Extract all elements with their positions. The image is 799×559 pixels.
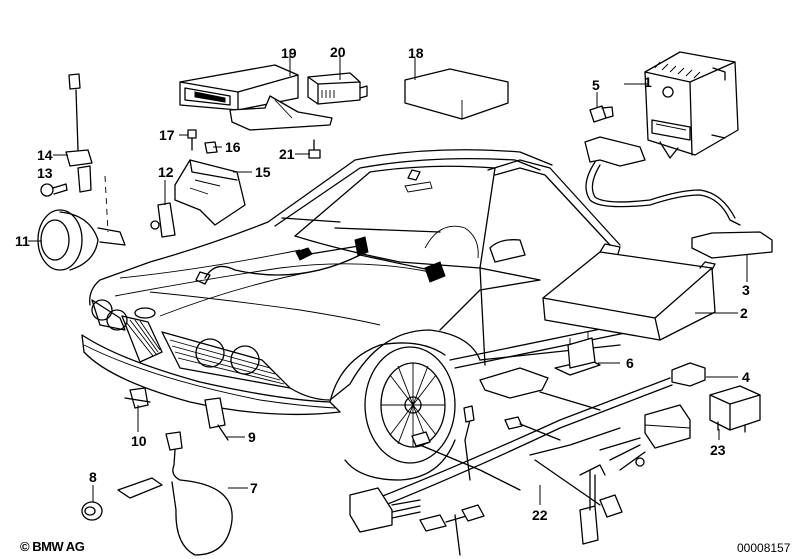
part-15-bracket[interactable] bbox=[174, 159, 246, 226]
callout-21[interactable]: 21 bbox=[279, 146, 295, 162]
part-18-cover-box[interactable] bbox=[404, 68, 509, 120]
part-2-electronic-module[interactable] bbox=[542, 243, 716, 341]
callout-16[interactable]: 16 bbox=[225, 139, 241, 155]
callout-14[interactable]: 14 bbox=[37, 147, 53, 163]
part-10-cable-clamp[interactable] bbox=[124, 387, 151, 409]
callout-6[interactable]: 6 bbox=[626, 355, 634, 371]
part-8-grommet[interactable] bbox=[81, 501, 103, 521]
part-22-main-harness[interactable] bbox=[349, 362, 706, 556]
part-13-bolt[interactable] bbox=[40, 183, 68, 197]
document-number: 00008157 bbox=[737, 541, 791, 555]
hood-components bbox=[195, 236, 446, 285]
part-5-bulb-socket[interactable] bbox=[589, 105, 614, 123]
part-20-relay-module[interactable] bbox=[307, 72, 368, 105]
part-23-relay[interactable] bbox=[709, 385, 761, 433]
callout-22[interactable]: 22 bbox=[532, 507, 548, 523]
part-3-harness-plug[interactable] bbox=[584, 136, 773, 259]
callout-20[interactable]: 20 bbox=[330, 44, 346, 60]
callout-17[interactable]: 17 bbox=[159, 127, 175, 143]
callout-10[interactable]: 10 bbox=[131, 433, 147, 449]
callout-15[interactable]: 15 bbox=[255, 164, 271, 180]
part-14-sensor-unit[interactable] bbox=[65, 73, 93, 193]
callout-12[interactable]: 12 bbox=[158, 164, 174, 180]
callout-3[interactable]: 3 bbox=[742, 282, 750, 298]
callout-4[interactable]: 4 bbox=[742, 369, 750, 385]
part-9-clip-holder[interactable] bbox=[204, 397, 229, 441]
callout-18[interactable]: 18 bbox=[408, 45, 424, 61]
callout-2[interactable]: 2 bbox=[740, 305, 748, 321]
callout-19[interactable]: 19 bbox=[281, 45, 297, 61]
callout-11[interactable]: 11 bbox=[15, 233, 30, 249]
copyright-notice: © BMW AG bbox=[20, 539, 85, 554]
part-19-control-unit[interactable] bbox=[179, 64, 333, 131]
callout-1[interactable]: 1 bbox=[644, 74, 652, 90]
car-body-illustration bbox=[81, 149, 626, 481]
callout-23[interactable]: 23 bbox=[710, 442, 726, 458]
callout-8[interactable]: 8 bbox=[89, 469, 97, 485]
part-6-bracket[interactable] bbox=[554, 332, 601, 376]
part-11-horn[interactable] bbox=[37, 175, 126, 271]
part-1-control-box[interactable] bbox=[644, 51, 739, 159]
part-12-switch-clip[interactable] bbox=[150, 202, 176, 238]
leader-lines bbox=[28, 52, 748, 505]
callout-5[interactable]: 5 bbox=[592, 77, 600, 93]
fasteners-17-16-21[interactable] bbox=[187, 129, 321, 159]
callout-9[interactable]: 9 bbox=[248, 429, 256, 445]
part-7-sensor-cable[interactable] bbox=[117, 431, 233, 556]
callout-13[interactable]: 13 bbox=[37, 165, 53, 181]
callout-7[interactable]: 7 bbox=[250, 480, 258, 496]
